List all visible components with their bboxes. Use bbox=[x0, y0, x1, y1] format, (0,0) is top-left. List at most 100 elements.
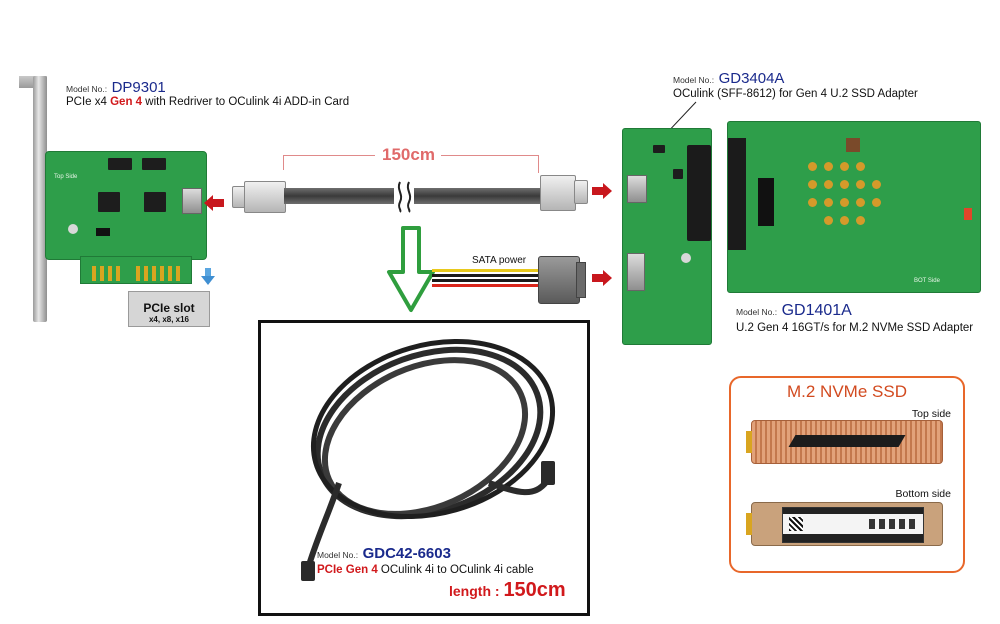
ssd-title: M.2 NVMe SSD bbox=[787, 382, 907, 401]
mount-pad bbox=[872, 198, 881, 207]
gd3404a-model: GD3404A bbox=[718, 70, 785, 87]
dim-tick-right bbox=[538, 155, 539, 173]
ssd-heatsink-stripe bbox=[788, 435, 906, 447]
gold-finger bbox=[144, 266, 148, 281]
gold-finger bbox=[160, 266, 164, 281]
oculink-port bbox=[627, 175, 647, 203]
mount-pad bbox=[840, 216, 849, 225]
gdc42-description: PCIe Gen 4 OCulink 4i to OCulink 4i cabl… bbox=[317, 564, 534, 576]
cable-connector-left-body bbox=[244, 181, 286, 213]
mount-pad bbox=[808, 180, 817, 189]
sata-power-port bbox=[627, 253, 645, 291]
arrow-left-icon bbox=[204, 195, 224, 211]
gd1401a-model: GD1401A bbox=[781, 302, 852, 319]
board-component bbox=[653, 145, 665, 153]
board-component bbox=[68, 224, 78, 234]
mount-pad bbox=[856, 180, 865, 189]
ssd-box: M.2 NVMe SSD Top side Bottom side bbox=[729, 376, 965, 573]
gold-finger bbox=[136, 266, 140, 281]
sata-power-connector bbox=[538, 256, 580, 304]
mount-pad bbox=[840, 162, 849, 171]
mount-pad bbox=[856, 198, 865, 207]
mount-pad bbox=[808, 162, 817, 171]
pcie-slot: PCIe slot x4, x8, x16 bbox=[128, 291, 210, 327]
dp9301-board: Top Side bbox=[45, 151, 207, 260]
gold-finger bbox=[92, 266, 96, 281]
mount-pad bbox=[824, 198, 833, 207]
mount-pad bbox=[824, 162, 833, 171]
pad-area bbox=[808, 162, 904, 242]
sata-wire-black bbox=[432, 274, 540, 277]
gold-finger bbox=[108, 266, 112, 281]
model-no-label: Model No.: bbox=[673, 75, 715, 85]
gen4-highlight: Gen 4 bbox=[110, 96, 143, 108]
gdc42-model: GDC42-6603 bbox=[362, 545, 451, 562]
ssd-top-image bbox=[746, 420, 943, 464]
arrow-right-icon bbox=[592, 183, 612, 199]
mount-pad bbox=[824, 180, 833, 189]
coiled-cable-image bbox=[301, 339, 556, 581]
mount-pad bbox=[840, 180, 849, 189]
mount-pad bbox=[856, 162, 865, 171]
gdc42-caption: Model No.: GDC42-6603 bbox=[317, 545, 451, 563]
gd1401a-board: BOT Side bbox=[727, 121, 981, 293]
gold-finger bbox=[168, 266, 172, 281]
gold-finger bbox=[176, 266, 180, 281]
gd1401a-description: U.2 Gen 4 16GT/s for M.2 NVMe SSD Adapte… bbox=[736, 322, 974, 334]
ssd-connector-edge bbox=[746, 431, 752, 453]
gold-finger bbox=[100, 266, 104, 281]
arrow-right-icon bbox=[592, 270, 612, 286]
redriver-chip bbox=[144, 192, 166, 212]
ssd-connector-edge bbox=[746, 513, 752, 535]
oculink-port bbox=[182, 188, 202, 214]
mount-pad bbox=[824, 216, 833, 225]
cable-product-box: Model No.: GDC42-6603 PCIe Gen 4 OCulink… bbox=[258, 320, 590, 616]
gen4-highlight: PCIe Gen 4 bbox=[317, 564, 378, 576]
cable-length: length : 150cm bbox=[449, 579, 566, 602]
board-component bbox=[964, 208, 972, 220]
dp9301-description: PCIe x4 Gen 4 with Redriver to OCulink 4… bbox=[66, 96, 350, 108]
sata-wire-yellow bbox=[432, 269, 540, 272]
gd3404a-board bbox=[622, 128, 712, 345]
cable-break-icon bbox=[397, 181, 412, 213]
ssd-bottom-image bbox=[746, 502, 943, 546]
gold-finger bbox=[152, 266, 156, 281]
board-component bbox=[846, 138, 860, 152]
dp9301-model: DP9301 bbox=[111, 79, 166, 96]
mount-pad bbox=[840, 198, 849, 207]
length-label: length : bbox=[449, 583, 504, 599]
u2-slot-connector bbox=[728, 138, 746, 250]
mount-pad bbox=[808, 198, 817, 207]
dim-line-right bbox=[441, 155, 538, 156]
ssd-bottom-side-label: Bottom side bbox=[895, 488, 951, 500]
cable-connector-right-body bbox=[540, 175, 576, 211]
length-value: 150cm bbox=[503, 579, 566, 601]
m2-connector bbox=[758, 178, 774, 226]
gd1401a-caption: Model No.: GD1401A bbox=[736, 302, 852, 320]
dim-line-left bbox=[283, 155, 375, 156]
header-chip bbox=[108, 158, 132, 170]
redriver-chip bbox=[98, 192, 120, 212]
arrow-down-outline-icon bbox=[387, 226, 435, 312]
pcie-bracket bbox=[33, 76, 47, 322]
mount-pad bbox=[856, 216, 865, 225]
ssd-product-label bbox=[782, 507, 924, 543]
board-component bbox=[96, 228, 110, 236]
u2-connector bbox=[687, 145, 711, 241]
mount-pad bbox=[872, 180, 881, 189]
oculink-cable bbox=[414, 188, 540, 204]
sata-power-label: SATA power bbox=[472, 255, 527, 266]
insert-arrow-icon bbox=[201, 268, 215, 285]
ssd-cert-marks bbox=[869, 519, 917, 529]
gold-finger bbox=[116, 266, 120, 281]
ssd-qr-code bbox=[789, 517, 803, 531]
gd3404a-caption: Model No.: GD3404A bbox=[673, 70, 784, 88]
ssd-label-block bbox=[783, 508, 923, 514]
cable-connector-right bbox=[574, 180, 588, 204]
board-component bbox=[681, 253, 691, 263]
ssd-top-side-label: Top side bbox=[911, 408, 951, 420]
gd3404a-description: OCulink (SFF-8612) for Gen 4 U.2 SSD Ada… bbox=[673, 88, 918, 100]
dp9301-caption: Model No.: DP9301 bbox=[66, 79, 166, 97]
sata-wire-black bbox=[432, 279, 540, 282]
dim-tick-left bbox=[283, 155, 284, 170]
